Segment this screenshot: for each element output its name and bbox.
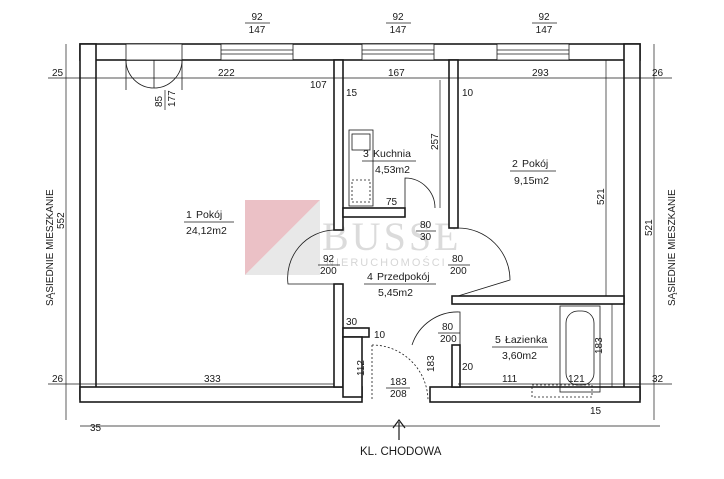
watermark: BUSSE NIERUCHOMOŚCI [245, 200, 462, 275]
room-1-number: 1 [186, 209, 192, 221]
window-labels: 92 147 92 147 92 147 [245, 12, 557, 36]
dim-hall-offset: 10 [374, 330, 386, 341]
window-2-height: 147 [390, 25, 407, 36]
dim-wall-bottom-right: 32 [652, 374, 664, 385]
dim-wall-bottom-left: 26 [52, 374, 64, 385]
dim-tub: 121 [568, 374, 585, 385]
room-3-label: 3 Kuchnia 4,53m2 [362, 148, 416, 176]
dim-left-height: 552 [56, 212, 67, 229]
dim-wall-left: 25 [52, 68, 64, 79]
dim-bath-depth: 183 [594, 337, 605, 354]
kitchen-fixtures [348, 129, 374, 207]
dim-room2-depth: 521 [596, 188, 607, 205]
dim-kitchen-opening-w: 80 [420, 220, 432, 231]
dim-kitchen-opening-h: 30 [420, 232, 432, 243]
bathtub [531, 305, 601, 398]
window-3-height: 147 [536, 25, 553, 36]
window-marks [125, 43, 570, 61]
balcony-door-width: 85 [154, 95, 165, 107]
entrance-arrow-icon [392, 419, 406, 429]
dim-hall-wall: 30 [346, 317, 358, 328]
room-2-number: 2 [512, 158, 518, 170]
dim-entry-side-left: 112 [356, 360, 367, 376]
dim-room1-bottom: 333 [204, 374, 221, 385]
room-5-label: 5 Łazienka 3,60m2 [492, 334, 548, 362]
top-dimensions: 25 222 107 167 293 26 [48, 68, 672, 91]
room-4-number: 4 [367, 271, 373, 283]
watermark-brand: BUSSE [322, 214, 462, 259]
room-2-label: 2 Pokój 9,15m2 [510, 158, 556, 187]
dim-entry-w: 183 [390, 377, 407, 388]
window-2-width: 92 [392, 12, 404, 23]
dim-bath-door-w: 80 [442, 322, 454, 333]
dim-room1-door-h: 200 [320, 266, 337, 277]
dim-bath-width: 111 [502, 374, 518, 385]
room-2-name: Pokój [522, 158, 548, 170]
dim-corner: 35 [90, 423, 102, 434]
room-2-area: 9,15m2 [514, 175, 549, 187]
room-4-label: 4 Przedpokój 5,45m2 [364, 271, 436, 299]
dim-gap-top: 107 [310, 80, 327, 91]
dim-bath-bottom: 15 [590, 406, 602, 417]
dim-kitchen-door: 75 [386, 197, 398, 208]
room-1-name: Pokój [196, 209, 222, 221]
room-3-name: Kuchnia [373, 148, 411, 160]
side-dimensions: 552 521 SĄSIEDNIE MIESZKANIE SĄSIEDNIE M… [45, 44, 678, 434]
room-3-area: 4,53m2 [375, 164, 410, 176]
room-5-number: 5 [495, 334, 501, 346]
window-1-height: 147 [249, 25, 266, 36]
dim-entry-h: 208 [390, 389, 407, 400]
dim-wall-right: 26 [652, 68, 664, 79]
room-1-label: 1 Pokój 24,12m2 [184, 209, 234, 237]
room-1-area: 24,12m2 [186, 225, 227, 237]
window-1-width: 92 [251, 12, 263, 23]
balcony-door: 85 177 [125, 59, 183, 110]
dim-room2-door-w: 80 [452, 254, 464, 265]
neighbor-left: SĄSIEDNIE MIESZKANIE [45, 189, 56, 306]
dim-right-height: 521 [644, 219, 655, 236]
dim-room2-top: 293 [532, 68, 549, 79]
room-labels: 1 Pokój 24,12m2 2 Pokój 9,15m2 3 Kuchnia… [184, 148, 556, 362]
interior-dimensions: 15 10 257 75 80 30 92 200 80 200 521 30 … [318, 60, 613, 417]
dim-bath-wall: 20 [462, 362, 474, 373]
dim-room1-door-w: 92 [323, 254, 335, 265]
room-3-number: 3 [363, 148, 369, 160]
interior-walls [333, 59, 625, 398]
neighbor-right: SĄSIEDNIE MIESZKANIE [667, 189, 678, 306]
window-3-width: 92 [538, 12, 550, 23]
entrance-label: KL. CHODOWA [360, 446, 442, 458]
watermark-tagline: NIERUCHOMOŚCI [326, 256, 447, 269]
interior-doors [287, 177, 511, 401]
balcony-door-height: 177 [167, 90, 178, 107]
dim-kitchen-top: 167 [388, 68, 405, 79]
watermark-logo-shadow [245, 200, 320, 275]
room-4-area: 5,45m2 [378, 287, 413, 299]
entrance: KL. CHODOWA [360, 419, 442, 458]
room-5-area: 3,60m2 [502, 350, 537, 362]
dim-room2-door-h: 200 [450, 266, 467, 277]
dim-partition-left: 15 [346, 88, 358, 99]
dim-kitchen-depth: 257 [430, 133, 441, 150]
room-4-name: Przedpokój [377, 271, 430, 283]
dim-partition-right: 10 [462, 88, 474, 99]
dim-room1-top: 222 [218, 68, 235, 79]
dim-entry-side-right: 183 [426, 355, 437, 372]
room-5-name: Łazienka [505, 334, 547, 346]
dim-bath-door-h: 200 [440, 334, 457, 345]
